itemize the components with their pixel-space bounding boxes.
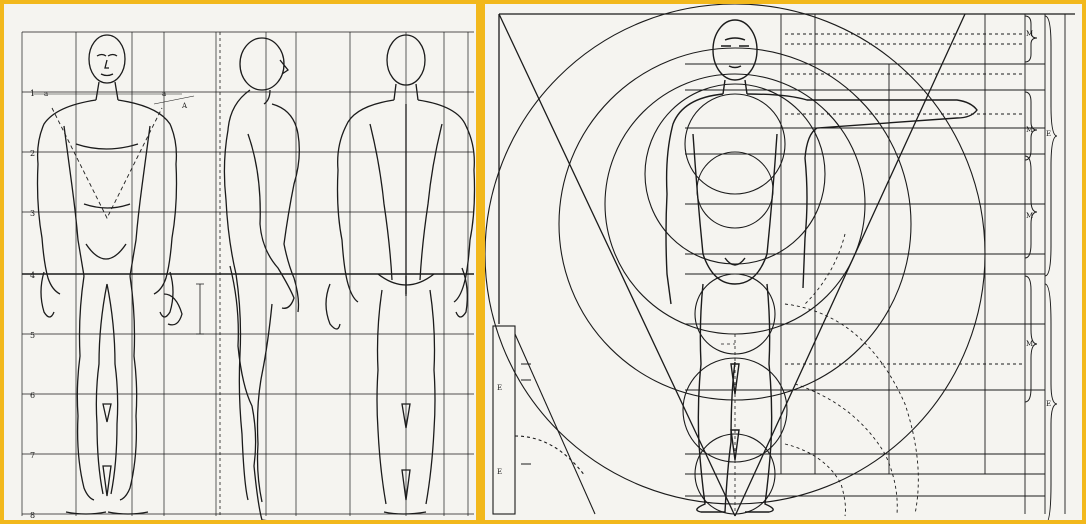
row-number-labels: 1 2 3 4 5 6 7 8 [30,89,35,520]
row-number-3: 3 [30,209,35,218]
dimension-brackets [1025,16,1057,520]
mark-m3: M [1026,212,1033,220]
proportion-figures-panel: 1 2 3 4 5 6 7 8 a a A [4,4,476,520]
frame-lines [499,14,1075,516]
standing-figure [666,20,977,514]
row-number-6: 6 [30,391,35,400]
mark-m4: M [1026,340,1033,348]
mark-m8: E [497,468,502,476]
measurement-lines [685,34,1045,496]
row-number-5: 5 [30,331,35,340]
figure-drawing: 1 2 3 4 5 6 7 8 a a A [4,4,476,520]
side-figure [196,32,299,520]
mark-a-side: A [181,102,188,110]
row-number-1: 1 [30,89,35,98]
modulor-drawing: M M M M E E E E [485,4,1082,520]
row-number-7: 7 [30,451,35,460]
mark-m5: E [1046,130,1051,138]
mark-m2: M [1026,126,1033,134]
golden-section-panel: M M M M E E E E [485,4,1082,520]
inset-scale-diagram [493,326,595,514]
mark-m7: E [497,384,502,392]
mark-m1: M [1026,30,1033,38]
row-number-8: 8 [30,511,35,520]
row-number-4: 4 [30,271,35,280]
row-number-2: 2 [30,149,35,158]
mark-m6: E [1046,400,1051,408]
